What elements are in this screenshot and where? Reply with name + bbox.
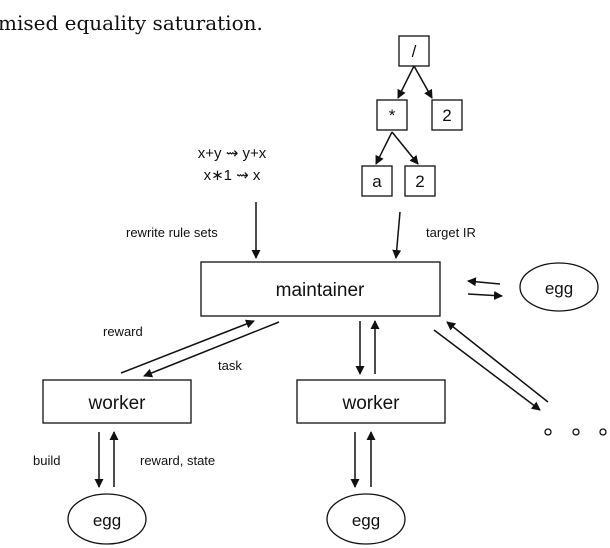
tree-node-two-left bbox=[404, 165, 436, 197]
arrow-maintainer-to-more bbox=[433, 329, 541, 411]
worker-box-left bbox=[42, 379, 192, 424]
target-ir-tree: / * 2 a 2 bbox=[361, 35, 463, 197]
rewrite-rule-sets-label: rewrite rule sets bbox=[126, 225, 218, 240]
tree-node-a bbox=[361, 165, 393, 197]
arrow-task-to-worker bbox=[143, 321, 280, 378]
tree-node-mul bbox=[376, 99, 408, 131]
arrow-more-to-maintainer bbox=[446, 321, 549, 403]
egg-left-label: egg bbox=[93, 511, 121, 530]
egg-right-label: egg bbox=[545, 279, 573, 298]
tree-edge-root-mul bbox=[397, 65, 415, 99]
reward-label: reward bbox=[103, 324, 143, 339]
more-workers-dot-3 bbox=[599, 428, 607, 436]
tree-edge-mul-a bbox=[375, 131, 393, 165]
target-ir-label: target IR bbox=[426, 225, 476, 240]
caption-text: mised equality saturation. bbox=[0, 11, 263, 35]
build-label: build bbox=[33, 453, 60, 468]
egg-left bbox=[67, 493, 147, 545]
more-workers-dot-2 bbox=[572, 428, 580, 436]
egg-mid-label: egg bbox=[352, 511, 380, 530]
worker-box-mid bbox=[296, 379, 446, 424]
maintainer-box bbox=[200, 261, 441, 317]
egg-right bbox=[519, 262, 599, 312]
arrow-ir-to-maintainer bbox=[392, 211, 402, 259]
tree-node-two-right-label: 2 bbox=[442, 106, 451, 125]
tree-node-mul-label: * bbox=[389, 106, 396, 125]
worker-mid-label: worker bbox=[341, 393, 400, 414]
tree-node-two-right bbox=[431, 99, 463, 131]
arrow-egg-to-maintainer bbox=[467, 277, 501, 287]
tree-edge-mul-two bbox=[391, 131, 419, 165]
arrow-reward-to-maintainer bbox=[120, 319, 255, 374]
rewrite-rule-1: x+y ⇝ y+x bbox=[198, 145, 267, 162]
tree-edge-root-two bbox=[413, 65, 433, 99]
worker-left-label: worker bbox=[87, 393, 146, 414]
more-workers-dot-1 bbox=[544, 428, 552, 436]
tree-node-two-left-label: 2 bbox=[415, 172, 424, 191]
tree-node-root-label: / bbox=[412, 42, 417, 61]
egg-mid bbox=[326, 493, 406, 545]
maintainer-label: maintainer bbox=[276, 280, 365, 301]
tree-node-a-label: a bbox=[372, 172, 382, 191]
task-label: task bbox=[218, 358, 242, 373]
rewrite-rule-2: x∗1 ⇝ x bbox=[204, 167, 261, 184]
reward-state-label: reward, state bbox=[140, 453, 215, 468]
arrow-maintainer-to-egg bbox=[467, 291, 503, 301]
